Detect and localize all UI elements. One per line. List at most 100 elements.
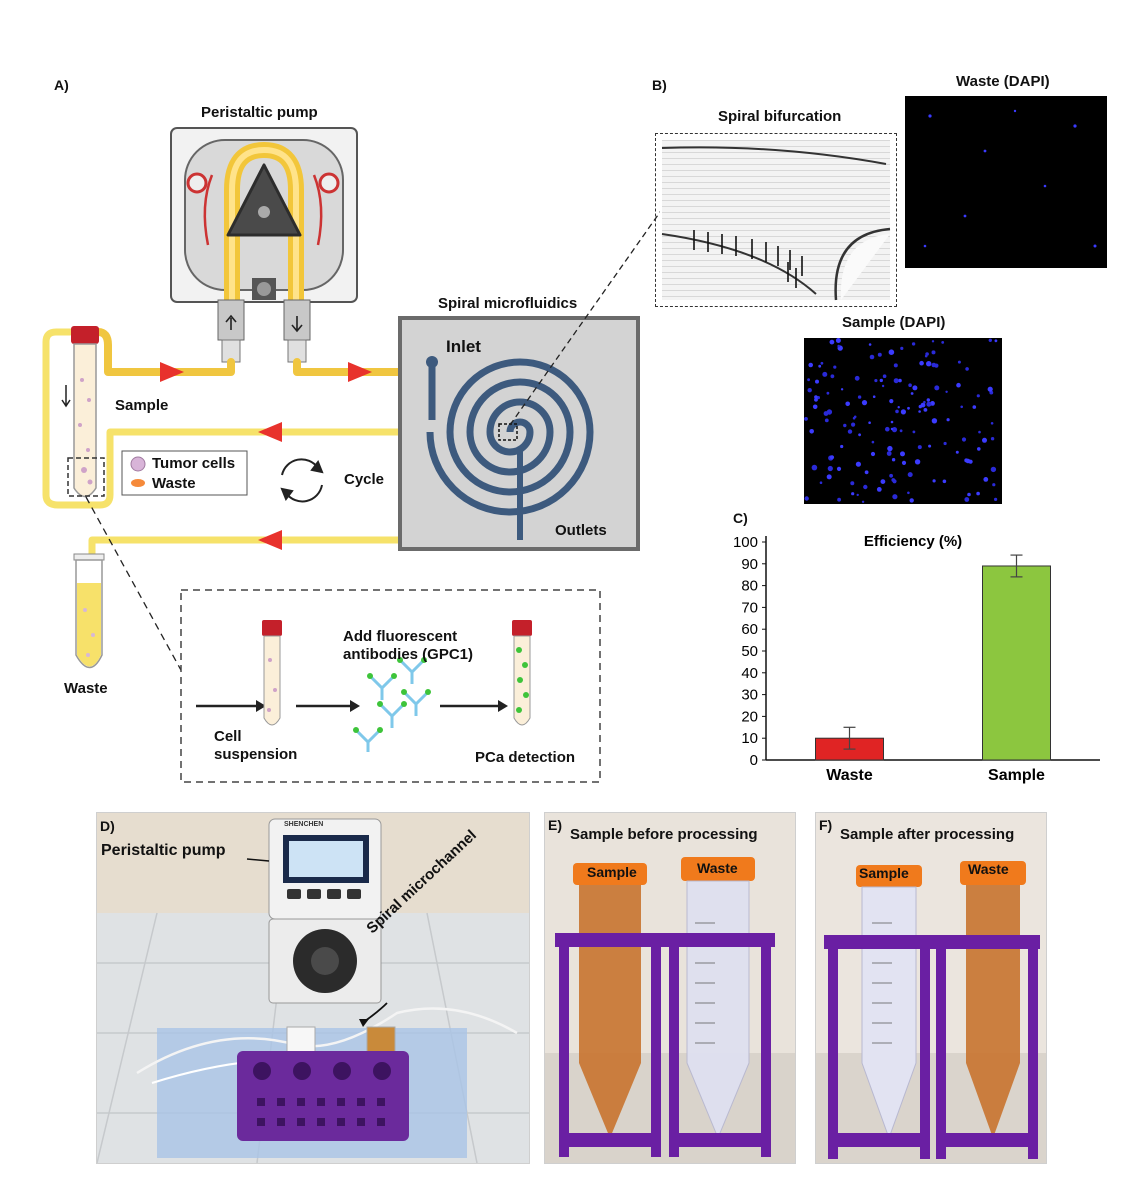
nucleus (901, 460, 907, 465)
nucleus (871, 440, 875, 444)
nucleus (956, 382, 961, 388)
inset-add-label: Add fluorescent (343, 628, 458, 645)
inset-add-label-2: antibodies (GPC1) (343, 646, 474, 663)
nucleus (840, 444, 844, 449)
inset-pca-label: PCa detection (475, 749, 576, 766)
tumor-cells-icon (130, 456, 146, 472)
nucleus (829, 455, 835, 460)
nucleus (907, 491, 910, 495)
nucleus (835, 338, 841, 343)
inset-workflow (196, 620, 532, 752)
nucleus (900, 346, 904, 350)
nucleus (983, 477, 989, 482)
nucleus (893, 378, 899, 384)
nucleus (926, 398, 930, 402)
nucleus (889, 473, 893, 478)
nucleus (920, 402, 926, 408)
peristaltic-pump-drawing (170, 127, 358, 363)
panel-d-label: D) (100, 818, 115, 834)
nucleus (811, 464, 818, 471)
nucleus (822, 371, 828, 377)
y-tick-label: 80 (741, 578, 758, 595)
sample-dapi-image (804, 338, 1002, 504)
panel-e-photo (544, 812, 796, 1164)
nucleus (967, 492, 971, 497)
nucleus (909, 498, 914, 503)
y-tick-label: 70 (741, 599, 758, 616)
nucleus (872, 395, 876, 398)
nucleus (851, 492, 855, 496)
nucleus (869, 354, 875, 360)
nucleus (990, 437, 995, 441)
nucleus (943, 441, 947, 446)
waste-tube (73, 553, 105, 669)
nucleus (845, 401, 850, 407)
panel-e-title: Sample before processing (570, 826, 758, 843)
nucleus (941, 341, 945, 344)
nucleus (977, 447, 981, 451)
nucleus (891, 458, 896, 462)
panel-e-label: E) (548, 817, 562, 833)
nucleus (994, 339, 998, 343)
nucleus (881, 384, 885, 388)
y-tick-label: 50 (741, 643, 758, 660)
bifurcation-title: Spiral bifurcation (718, 108, 842, 125)
nucleus (990, 466, 997, 473)
nucleus (855, 461, 861, 467)
nucleus (965, 367, 969, 371)
nucleus (957, 360, 961, 364)
nucleus (870, 451, 876, 457)
nucleus (886, 451, 892, 456)
nucleus (874, 379, 878, 383)
nucleus (931, 350, 936, 355)
nucleus (978, 430, 981, 434)
waste-icon (131, 479, 145, 487)
nucleus (877, 352, 882, 357)
panel-e-cap-sample: Sample (587, 864, 637, 880)
nucleus (804, 496, 809, 501)
nucleus (837, 344, 840, 348)
nucleus (908, 383, 912, 387)
nucleus (972, 405, 977, 409)
x-tick-label: Waste (826, 767, 873, 784)
nucleus (934, 385, 940, 391)
y-tick-label: 60 (741, 621, 758, 638)
nucleus (976, 491, 980, 496)
nucleus (863, 484, 868, 490)
nucleus (982, 437, 987, 443)
nucleus (890, 427, 894, 431)
nucleus (994, 497, 998, 501)
nucleus (992, 483, 996, 487)
nucleus (812, 404, 818, 410)
nucleus (818, 364, 822, 368)
nucleus (879, 378, 883, 383)
nucleus (976, 394, 980, 398)
nucleus (814, 397, 818, 402)
nucleus (880, 479, 886, 484)
waste-tube-label: Waste (64, 680, 108, 697)
panel-f-photo (815, 812, 1047, 1164)
nucleus (897, 406, 900, 409)
panel-a-label: A) (54, 77, 69, 93)
nucleus (824, 418, 829, 423)
nucleus (826, 474, 832, 480)
y-tick-label: 20 (741, 708, 758, 725)
nucleus (826, 391, 830, 395)
panel-f-title: Sample after processing (840, 826, 1015, 843)
nucleus (907, 406, 910, 410)
nucleus (893, 363, 898, 368)
nucleus (888, 349, 895, 355)
flow-arrows (160, 362, 372, 550)
bifurcation-frame (655, 133, 897, 307)
legend-waste-label: Waste (152, 475, 196, 492)
spiral-chip (398, 316, 640, 551)
nucleus (820, 361, 824, 365)
cycle-label: Cycle (344, 471, 385, 488)
nucleus (852, 416, 856, 420)
nucleus (868, 421, 871, 424)
legend-tumor-label: Tumor cells (152, 455, 236, 472)
nucleus (857, 395, 862, 399)
nucleus (914, 459, 921, 465)
nucleus (827, 465, 833, 472)
nucleus (814, 395, 818, 399)
